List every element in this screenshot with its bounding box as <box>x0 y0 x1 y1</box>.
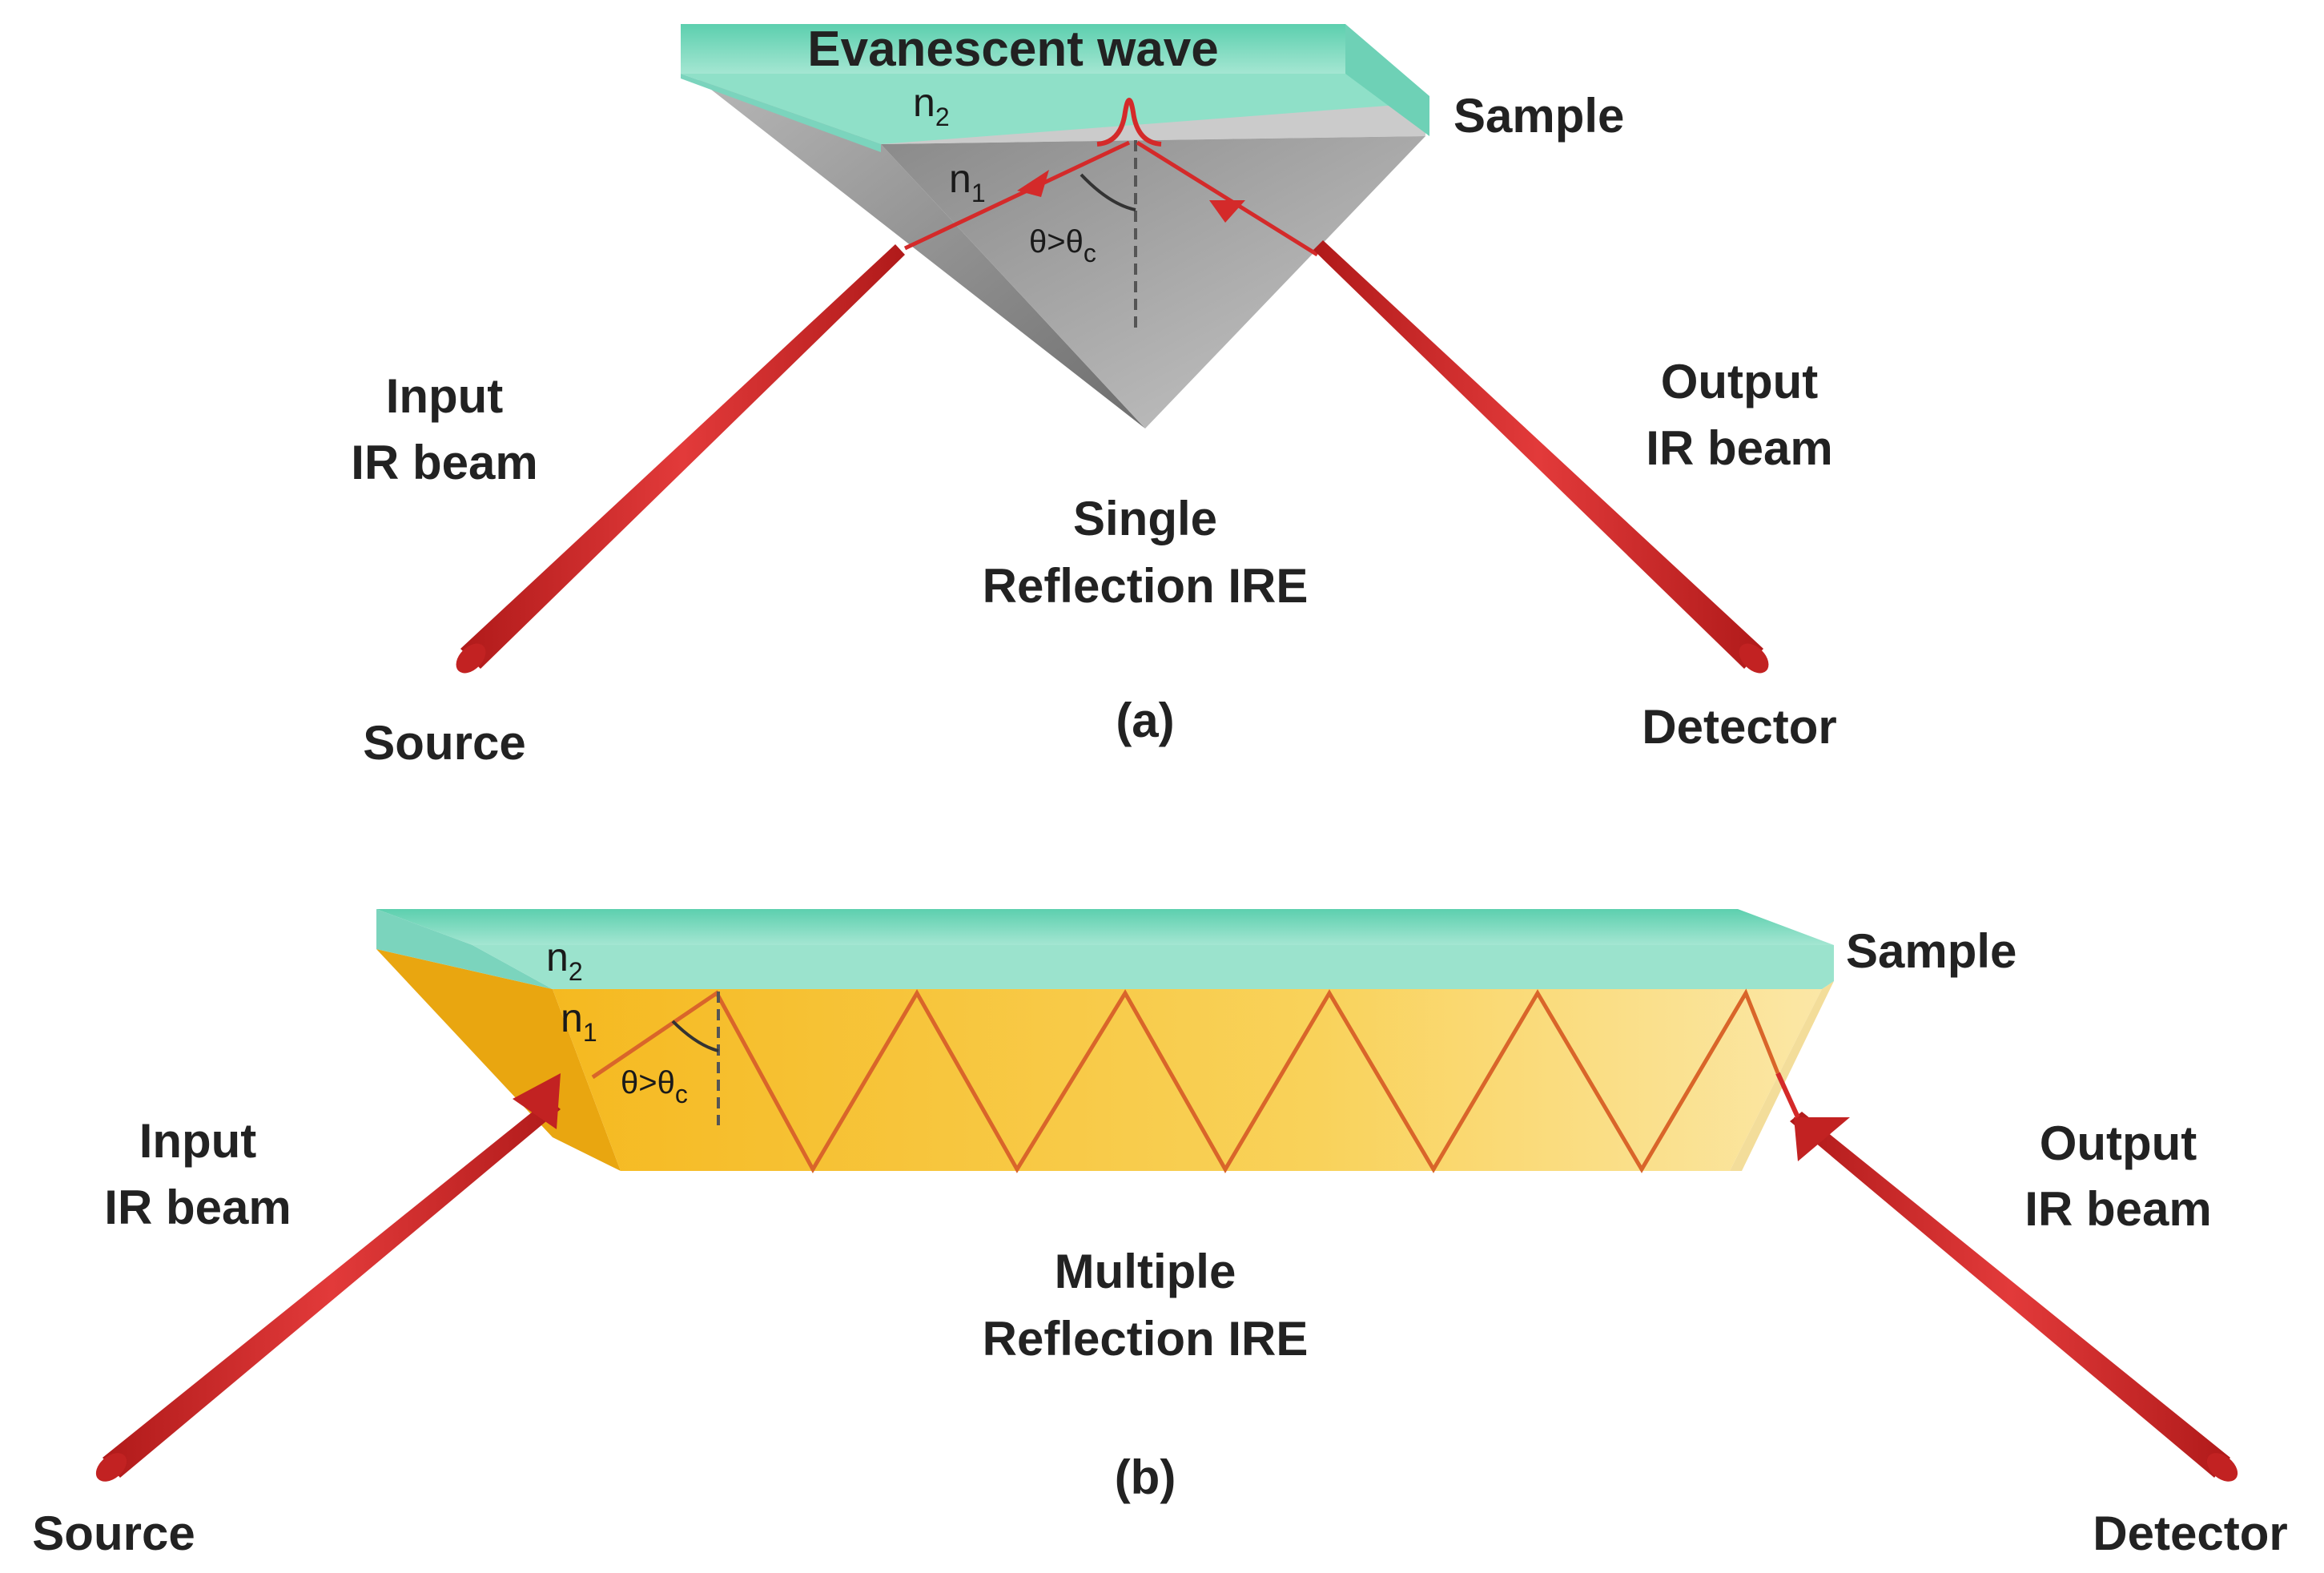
output-label-b-line1: Output <box>2040 1116 2197 1170</box>
ray-arrow-out-a <box>1209 200 1245 223</box>
ray-out-a <box>1136 140 1319 257</box>
angle-label-a: θ>θc <box>1029 224 1096 268</box>
output-label-b-line2: IR beam <box>2024 1182 2211 1236</box>
detector-label-a: Detector <box>1642 700 1836 754</box>
detector-label-b: Detector <box>2093 1507 2287 1560</box>
panel-letter-b: (b) <box>1115 1450 1176 1504</box>
sample-slab-b <box>376 909 1834 989</box>
multiple-reflection-crystal <box>376 949 1834 1171</box>
ire-label-b-line1: Multiple <box>1055 1245 1236 1298</box>
angle-arc-a <box>1080 173 1136 211</box>
evanescent-wave-peak <box>1096 98 1162 147</box>
output-label-a-line1: Output <box>1661 355 1819 408</box>
input-label-a-line2: IR beam <box>351 436 537 489</box>
output-arrow-b <box>1794 1117 1850 1161</box>
ray-exit-b <box>1775 1072 1800 1119</box>
output-label-a-line2: IR beam <box>1646 421 1832 475</box>
angle-label-b: θ>θc <box>621 1065 688 1108</box>
ray-arrow-in-a <box>1017 170 1049 197</box>
n1-label-a: n1 <box>949 156 986 207</box>
input-label-b-line1: Input <box>139 1114 257 1168</box>
panel-b: n2 n1 θ>θc Sample Input IR beam Output I… <box>32 909 2288 1560</box>
panel-letter-a: (a) <box>1116 694 1174 747</box>
reflection-path-b <box>591 988 1780 1174</box>
input-beam-a <box>460 244 905 669</box>
input-label-b-line2: IR beam <box>104 1181 291 1234</box>
output-beam-a <box>1313 240 1763 669</box>
angle-arc-b <box>671 1020 719 1052</box>
ire-label-a-line1: Single <box>1073 492 1217 545</box>
ire-label-b-line2: Reflection IRE <box>983 1312 1309 1366</box>
panel-a: Evanescent wave n2 n1 θ>θc Sample Input … <box>351 22 1836 770</box>
input-beam-b <box>103 1099 561 1478</box>
source-label-a: Source <box>363 716 525 770</box>
source-label-b: Source <box>32 1507 195 1560</box>
detector-beam-end-b <box>2206 1453 2238 1482</box>
evanescent-wave-label: Evanescent wave <box>807 22 1219 77</box>
sample-slab-a <box>681 24 1429 152</box>
n2-label-a: n2 <box>913 80 950 131</box>
n1-label-b: n1 <box>561 996 597 1047</box>
sample-label-a: Sample <box>1454 89 1624 143</box>
detector-beam-end-a <box>1739 643 1769 674</box>
sample-label-b: Sample <box>1846 924 2016 978</box>
ray-in-a <box>903 140 1131 251</box>
ire-label-a-line2: Reflection IRE <box>983 559 1309 613</box>
output-beam-b <box>1790 1112 2230 1478</box>
source-beam-end-a <box>456 643 486 674</box>
n2-label-b: n2 <box>546 935 583 986</box>
source-beam-end-b <box>95 1453 127 1482</box>
input-label-a-line1: Input <box>386 369 504 423</box>
input-arrow-b <box>513 1073 561 1129</box>
